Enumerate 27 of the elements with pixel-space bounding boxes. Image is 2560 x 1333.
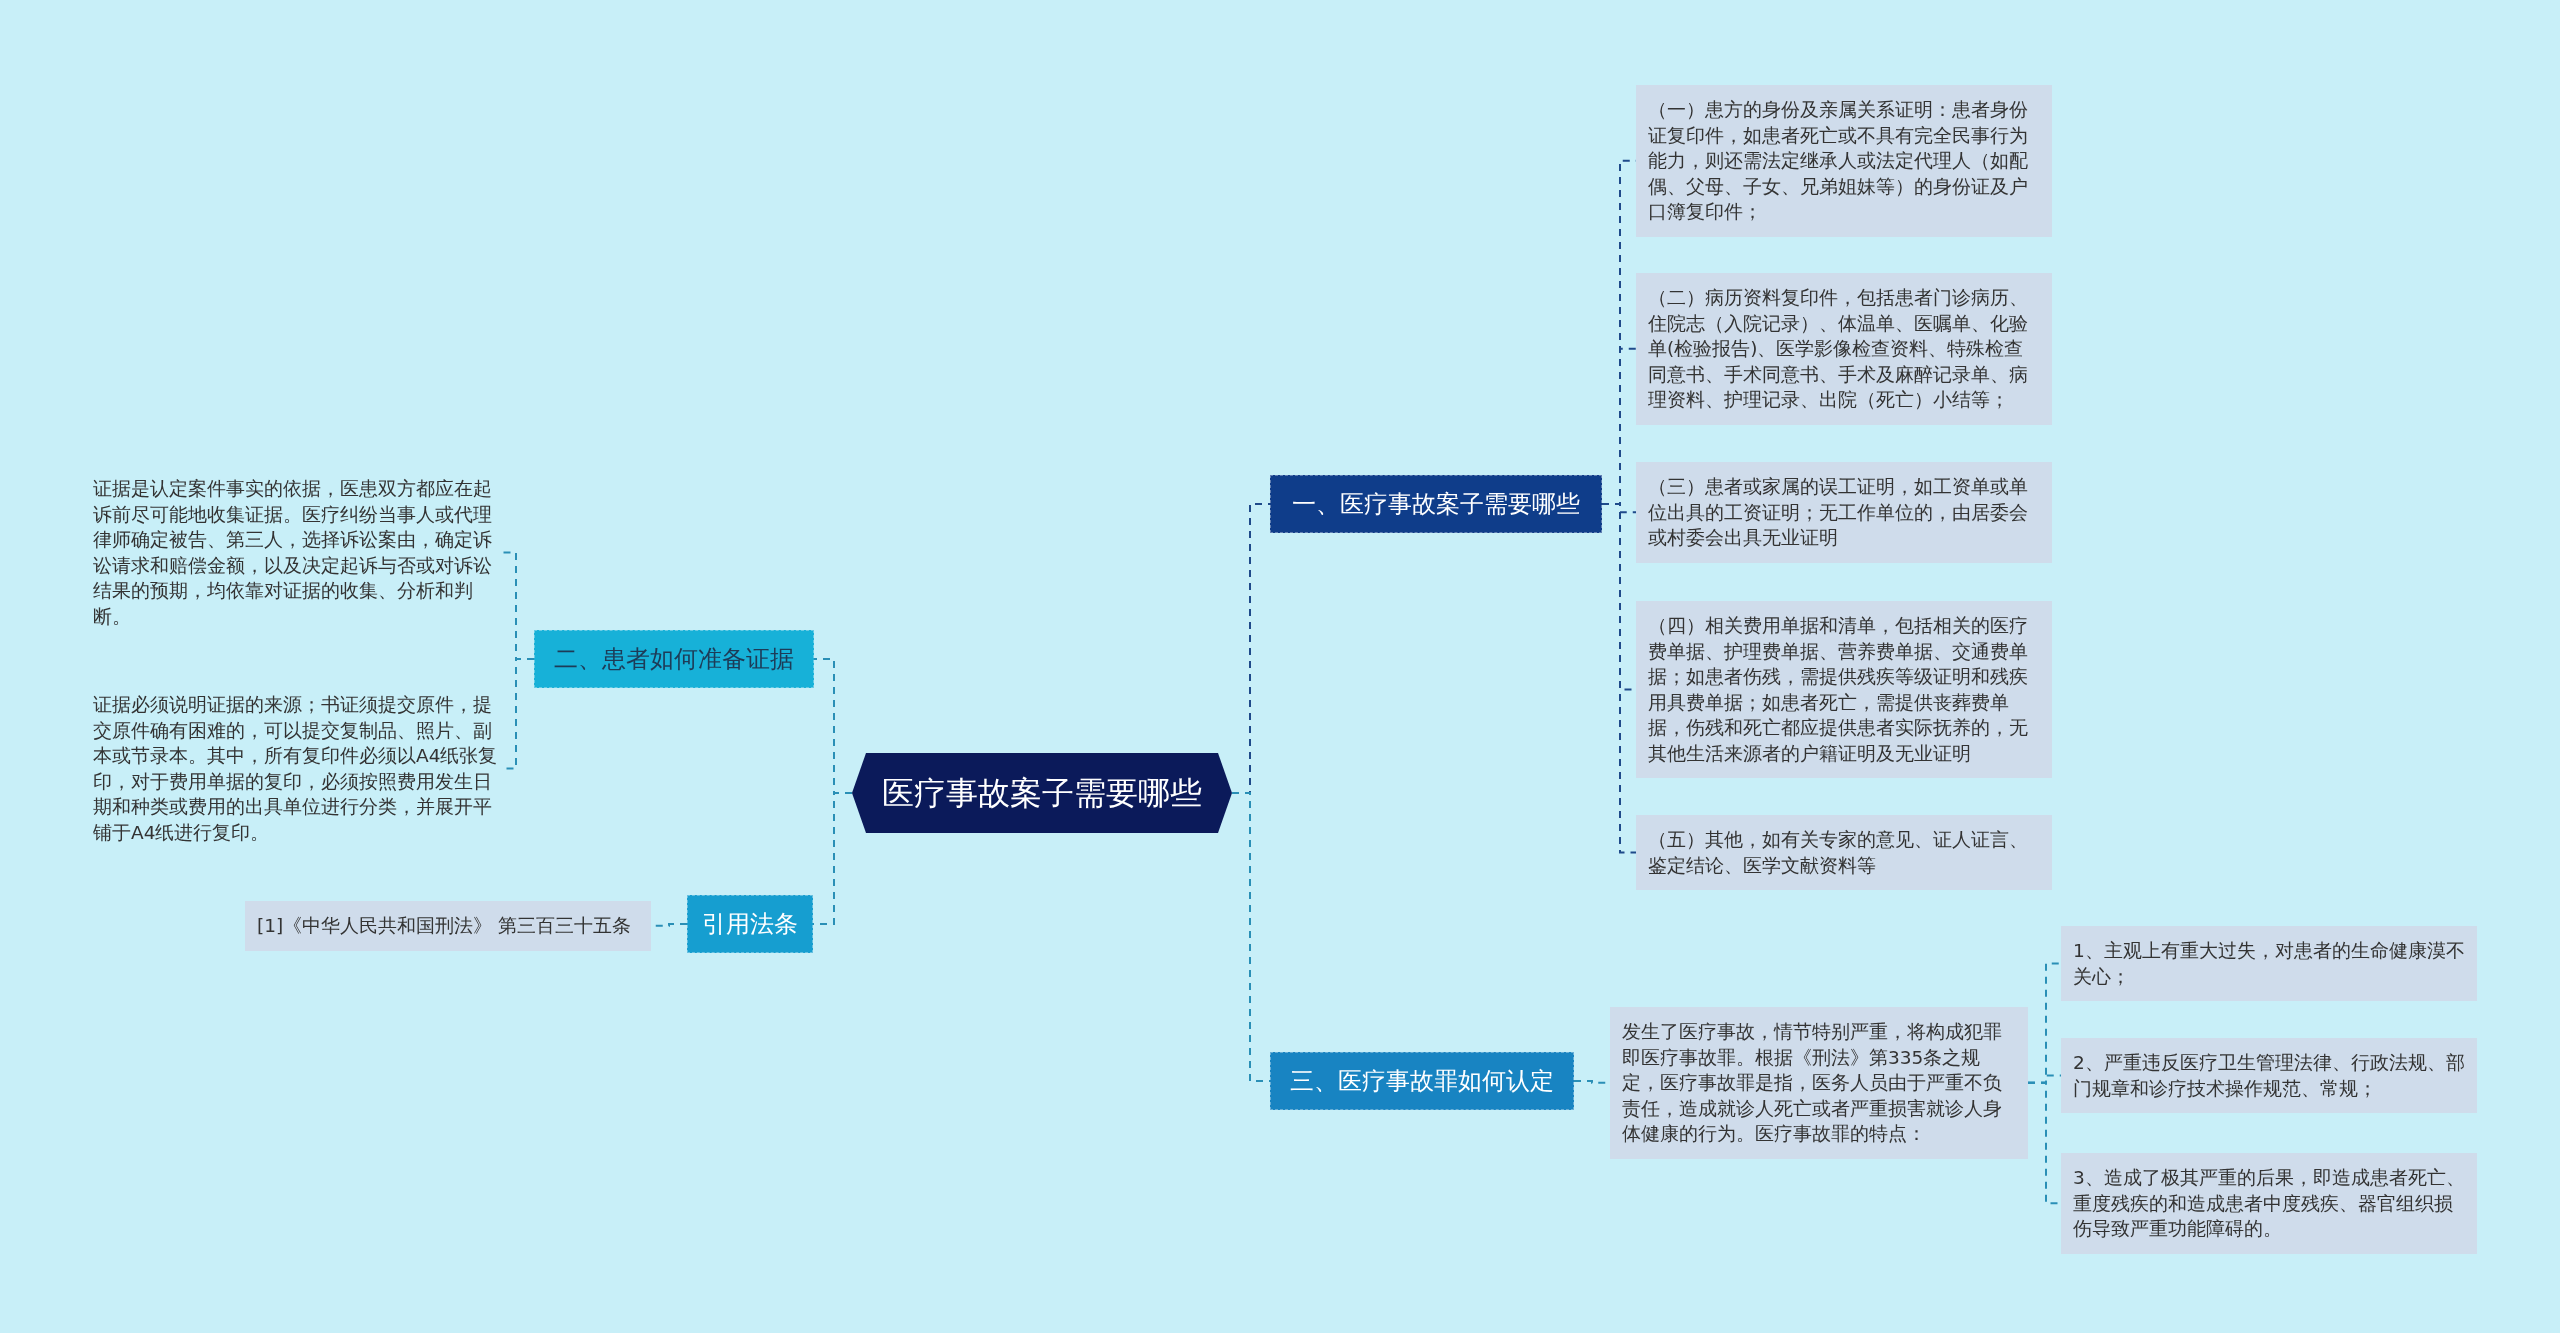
topic-text: 三、医疗事故罪如何认定 (1289, 1066, 1555, 1096)
note-box (1636, 462, 2052, 563)
note-text: 证据是认定案件事实的依据，医患双方都应在起诉前尽可能地收集证据。医疗纠纷当事人或代理律师确定被告、第三人，选择诉讼案由，确定诉讼请求和赔偿金额，以及决定起诉与否或对诉讼结果的预期，均依靠对证据的收集、分析和判断。 (93, 477, 493, 629)
topic-text: 2、严重违反医疗卫生管理法律、行政法规、部门规章和诊疗技术操作规范、常规； (2073, 1051, 2465, 1101)
note-box (1636, 273, 2052, 425)
topic-box (534, 630, 814, 688)
note-text: 证据必须说明证据的来源；书证须提交原件，提交原件确有困难的，可以提交复制品、照片、副本或节录本。其中，所有复印件必须以A4纸张复印，对于费用单据的复印，必须按照费用发生日期和种类或费用的出具单位进行分类，并展开平铺于A4纸进行复印。 (93, 693, 499, 845)
topic-box (1270, 475, 1602, 533)
topic-text: 发生了医疗事故，情节特别严重，将构成犯罪即医疗事故罪。根据《刑法》第335条之规定，医疗事故罪是指，医务人员由于严重不负责任，造成就诊人死亡或者严重损害就诊人身体健康的行为。医疗事故罪的特点： (1622, 1020, 2003, 1146)
topic-text: （二）病历资料复印件，包括患者门诊病历、住院志（入院记录）、体温单、医嘱单、化验单(检验报告)、医学影像检查资料、特殊检查同意书、手术同意书、手术及麻醉记录单、病理资料、护理记录、出院（死亡）小结等； (1648, 286, 2029, 412)
topic-text: （四）相关费用单据和清单，包括相关的医疗费单据、护理费单据、营养费单据、交通费单据；如患者伤残，需提供残疾等级证明和残疾用具费单据；如患者死亡，需提供丧葬费单据，伤残和死亡都应提供患者实际抚养的，无其他生活来源者的户籍证明及无业证明 (1648, 614, 2029, 766)
topic-text: （五）其他，如有关专家的意见、证人证言、鉴定结论、医学文献资料等 (1648, 828, 2029, 878)
topic-text: （三）患者或家属的误工证明，如工资单或单位出具的工资证明；无工作单位的，由居委会或村委会出具无业证明 (1648, 475, 2029, 550)
note-box (1636, 85, 2052, 237)
topic-text: 二、患者如何准备证据 (553, 644, 795, 674)
topic-text: 引用法条 (702, 909, 798, 939)
note-box (1636, 815, 2052, 890)
topic-text: 一、医疗事故案子需要哪些 (1291, 489, 1581, 519)
note-box (2061, 1038, 2477, 1113)
topic-text: [1]《中华人民共和国刑法》 第三百三十五条 (257, 914, 633, 938)
topic-box (1270, 1052, 1574, 1110)
topic-text: 1、主观上有重大过失，对患者的生命健康漠不关心； (2073, 939, 2465, 989)
topic-text: （一）患方的身份及亲属关系证明：患者身份证复印件，如患者死亡或不具有完全民事行为能力，则还需法定继承人或法定代理人（如配偶、父母、子女、兄弟姐妹等）的身份证及户口簿复印件； (1648, 98, 2029, 224)
title-text: 医疗事故案子需要哪些 (882, 773, 1202, 813)
note-box (1610, 1007, 2028, 1159)
topic-text: 3、造成了极其严重的后果，即造成患者死亡、重度残疾的和造成患者中度残疾、器官组织损伤导致严重功能障碍的。 (2073, 1166, 2465, 1241)
topic-box (687, 895, 813, 953)
